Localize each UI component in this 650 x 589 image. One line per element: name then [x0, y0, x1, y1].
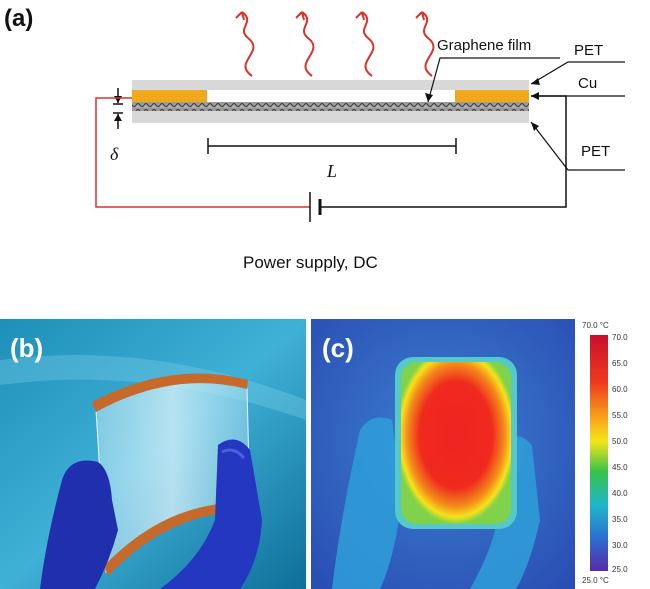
glove-thumb: [40, 460, 118, 589]
wire-positive: [95, 97, 310, 208]
panel-b: (b): [0, 319, 306, 589]
heat-arrow-head: [415, 11, 425, 21]
graphene-film-layer: [132, 102, 529, 111]
graphene-leader-line: [427, 57, 560, 103]
panel-a: (a) δ: [4, 5, 625, 272]
scale-max-label: 70.0 °C: [582, 321, 609, 330]
heat-arrow: [241, 11, 255, 77]
pet-bottom-label: PET: [581, 143, 610, 160]
length-marker: [207, 138, 457, 154]
heat-arrow: [421, 11, 435, 77]
temperature-scale-bar: [590, 335, 608, 571]
scale-min-label: 25.0 °C: [582, 576, 609, 585]
arrow-icon: [531, 92, 539, 100]
heat-arrows: [235, 11, 435, 77]
power-supply-label: Power supply, DC: [243, 253, 378, 272]
pet-top-leader-line: [530, 61, 625, 85]
heat-arrow: [301, 11, 315, 77]
copper-electrode-right: [455, 90, 529, 104]
pet-top-label: PET: [574, 42, 603, 59]
scale-tick: 50.0: [612, 437, 628, 446]
pet-bottom-leader-line: [530, 121, 625, 171]
arrow-icon: [531, 78, 540, 85]
scale-tick: 45.0: [612, 463, 628, 472]
scale-tick: 70.0: [612, 333, 628, 342]
heat-arrow-head: [295, 11, 305, 21]
scale-tick: 30.0: [612, 541, 628, 550]
thermal-film-hotspot: [401, 362, 511, 524]
thickness-marker: [113, 88, 123, 129]
thermal-hand-left: [332, 417, 402, 589]
copper-strip-top: [92, 373, 248, 412]
panel-b-label: (b): [10, 333, 43, 363]
scale-tick: 25.0: [612, 565, 628, 574]
arrow-down-icon: [114, 96, 122, 103]
scale-tick: 40.0: [612, 489, 628, 498]
scale-ticks: 70.0 65.0 60.0 55.0 50.0 45.0 40.0 35.0 …: [612, 333, 628, 574]
panel-c-label: (c): [322, 333, 354, 363]
panel-a-label: (a): [4, 5, 33, 32]
delta-label: δ: [110, 144, 119, 164]
heat-arrow-head: [235, 11, 245, 21]
copper-electrode-left: [132, 90, 207, 104]
scale-tick: 35.0: [612, 515, 628, 524]
graphene-film-label: Graphene film: [437, 37, 531, 54]
glove-fingers: [160, 439, 262, 589]
arrow-icon: [425, 93, 433, 102]
arrow-up-icon: [114, 114, 122, 121]
scale-tick: 65.0: [612, 359, 628, 368]
pet-bottom-layer: [132, 111, 529, 123]
glove-highlight: [221, 448, 246, 459]
arrow-icon: [531, 122, 539, 131]
length-label: L: [326, 161, 337, 181]
cu-label: Cu: [578, 75, 597, 92]
heat-arrow: [361, 11, 375, 77]
heat-arrow-head: [355, 11, 365, 21]
scale-tick: 55.0: [612, 411, 628, 420]
scale-tick: 60.0: [612, 385, 628, 394]
pet-top-layer: [132, 80, 529, 90]
light-streak: [0, 355, 306, 420]
panel-c: (c) 70.0 °C 70.0 65.0 60.0 55.0 50.0 45.…: [311, 319, 628, 589]
